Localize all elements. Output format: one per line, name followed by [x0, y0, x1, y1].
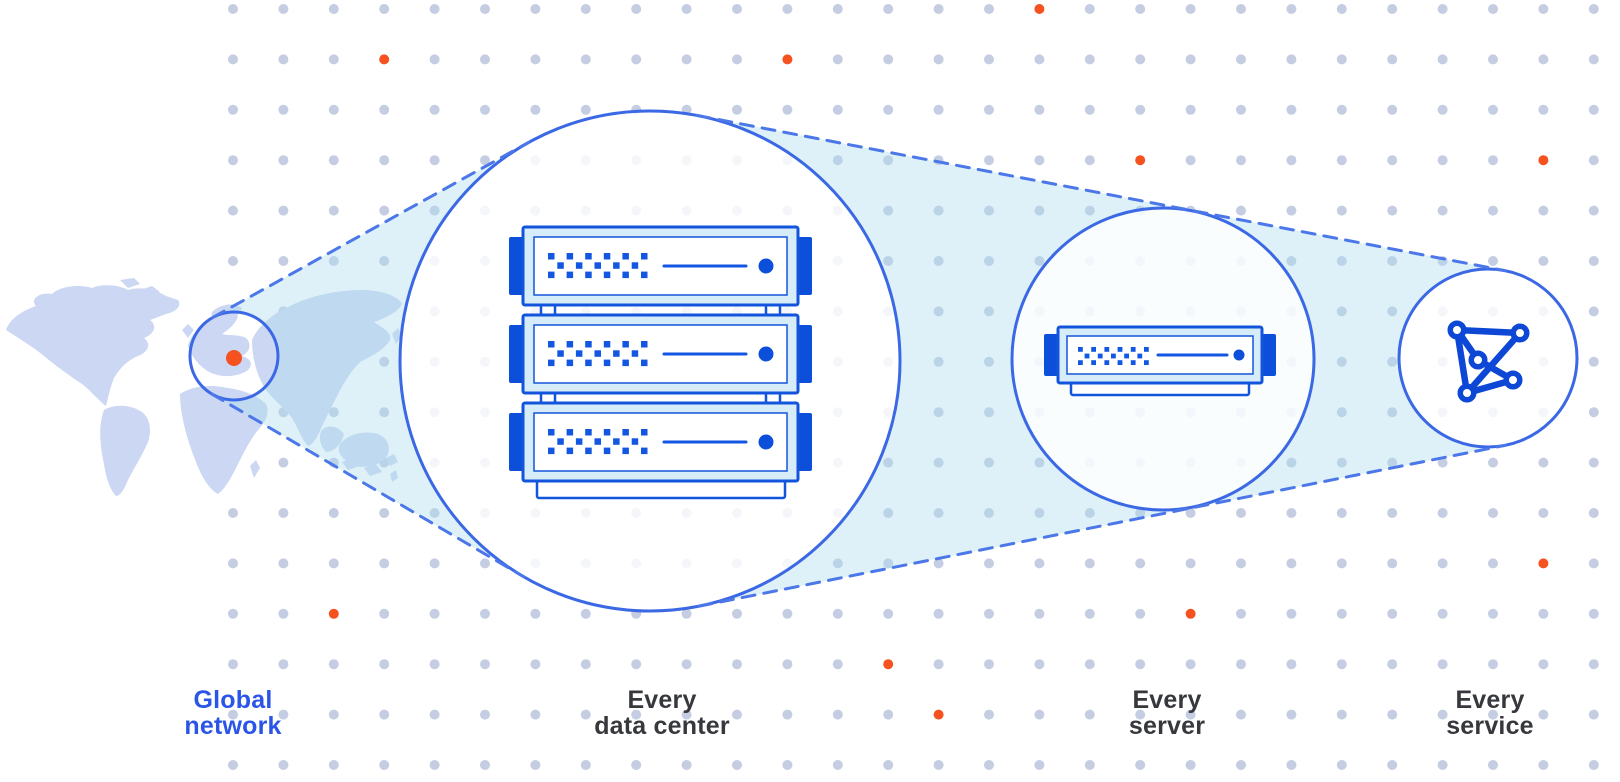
label-line: Every	[1455, 686, 1525, 714]
label-every-server: Every server	[1037, 687, 1297, 739]
label-global-network: Global network	[103, 687, 363, 739]
network-mesh-icon	[1447, 320, 1530, 403]
label-line: server	[1128, 712, 1206, 740]
world-map	[6, 278, 402, 496]
label-line: Global	[193, 686, 273, 714]
location-marker-dot	[226, 350, 242, 366]
label-line: service	[1446, 712, 1534, 740]
label-every-data-center: Every data center	[532, 687, 792, 739]
zoom-wedge-map-to-datacenter	[211, 142, 529, 577]
label-line: network	[184, 712, 282, 740]
label-every-service: Every service	[1360, 687, 1620, 739]
label-line: data center	[594, 712, 730, 740]
label-line: Every	[1132, 686, 1202, 714]
zoom-dashed-lines	[210, 114, 1507, 608]
server-rack-icon	[509, 225, 812, 500]
label-line: Every	[627, 686, 697, 714]
map-region-circle	[188, 310, 280, 402]
server-icon	[1044, 325, 1276, 397]
service-circle	[1397, 267, 1579, 449]
